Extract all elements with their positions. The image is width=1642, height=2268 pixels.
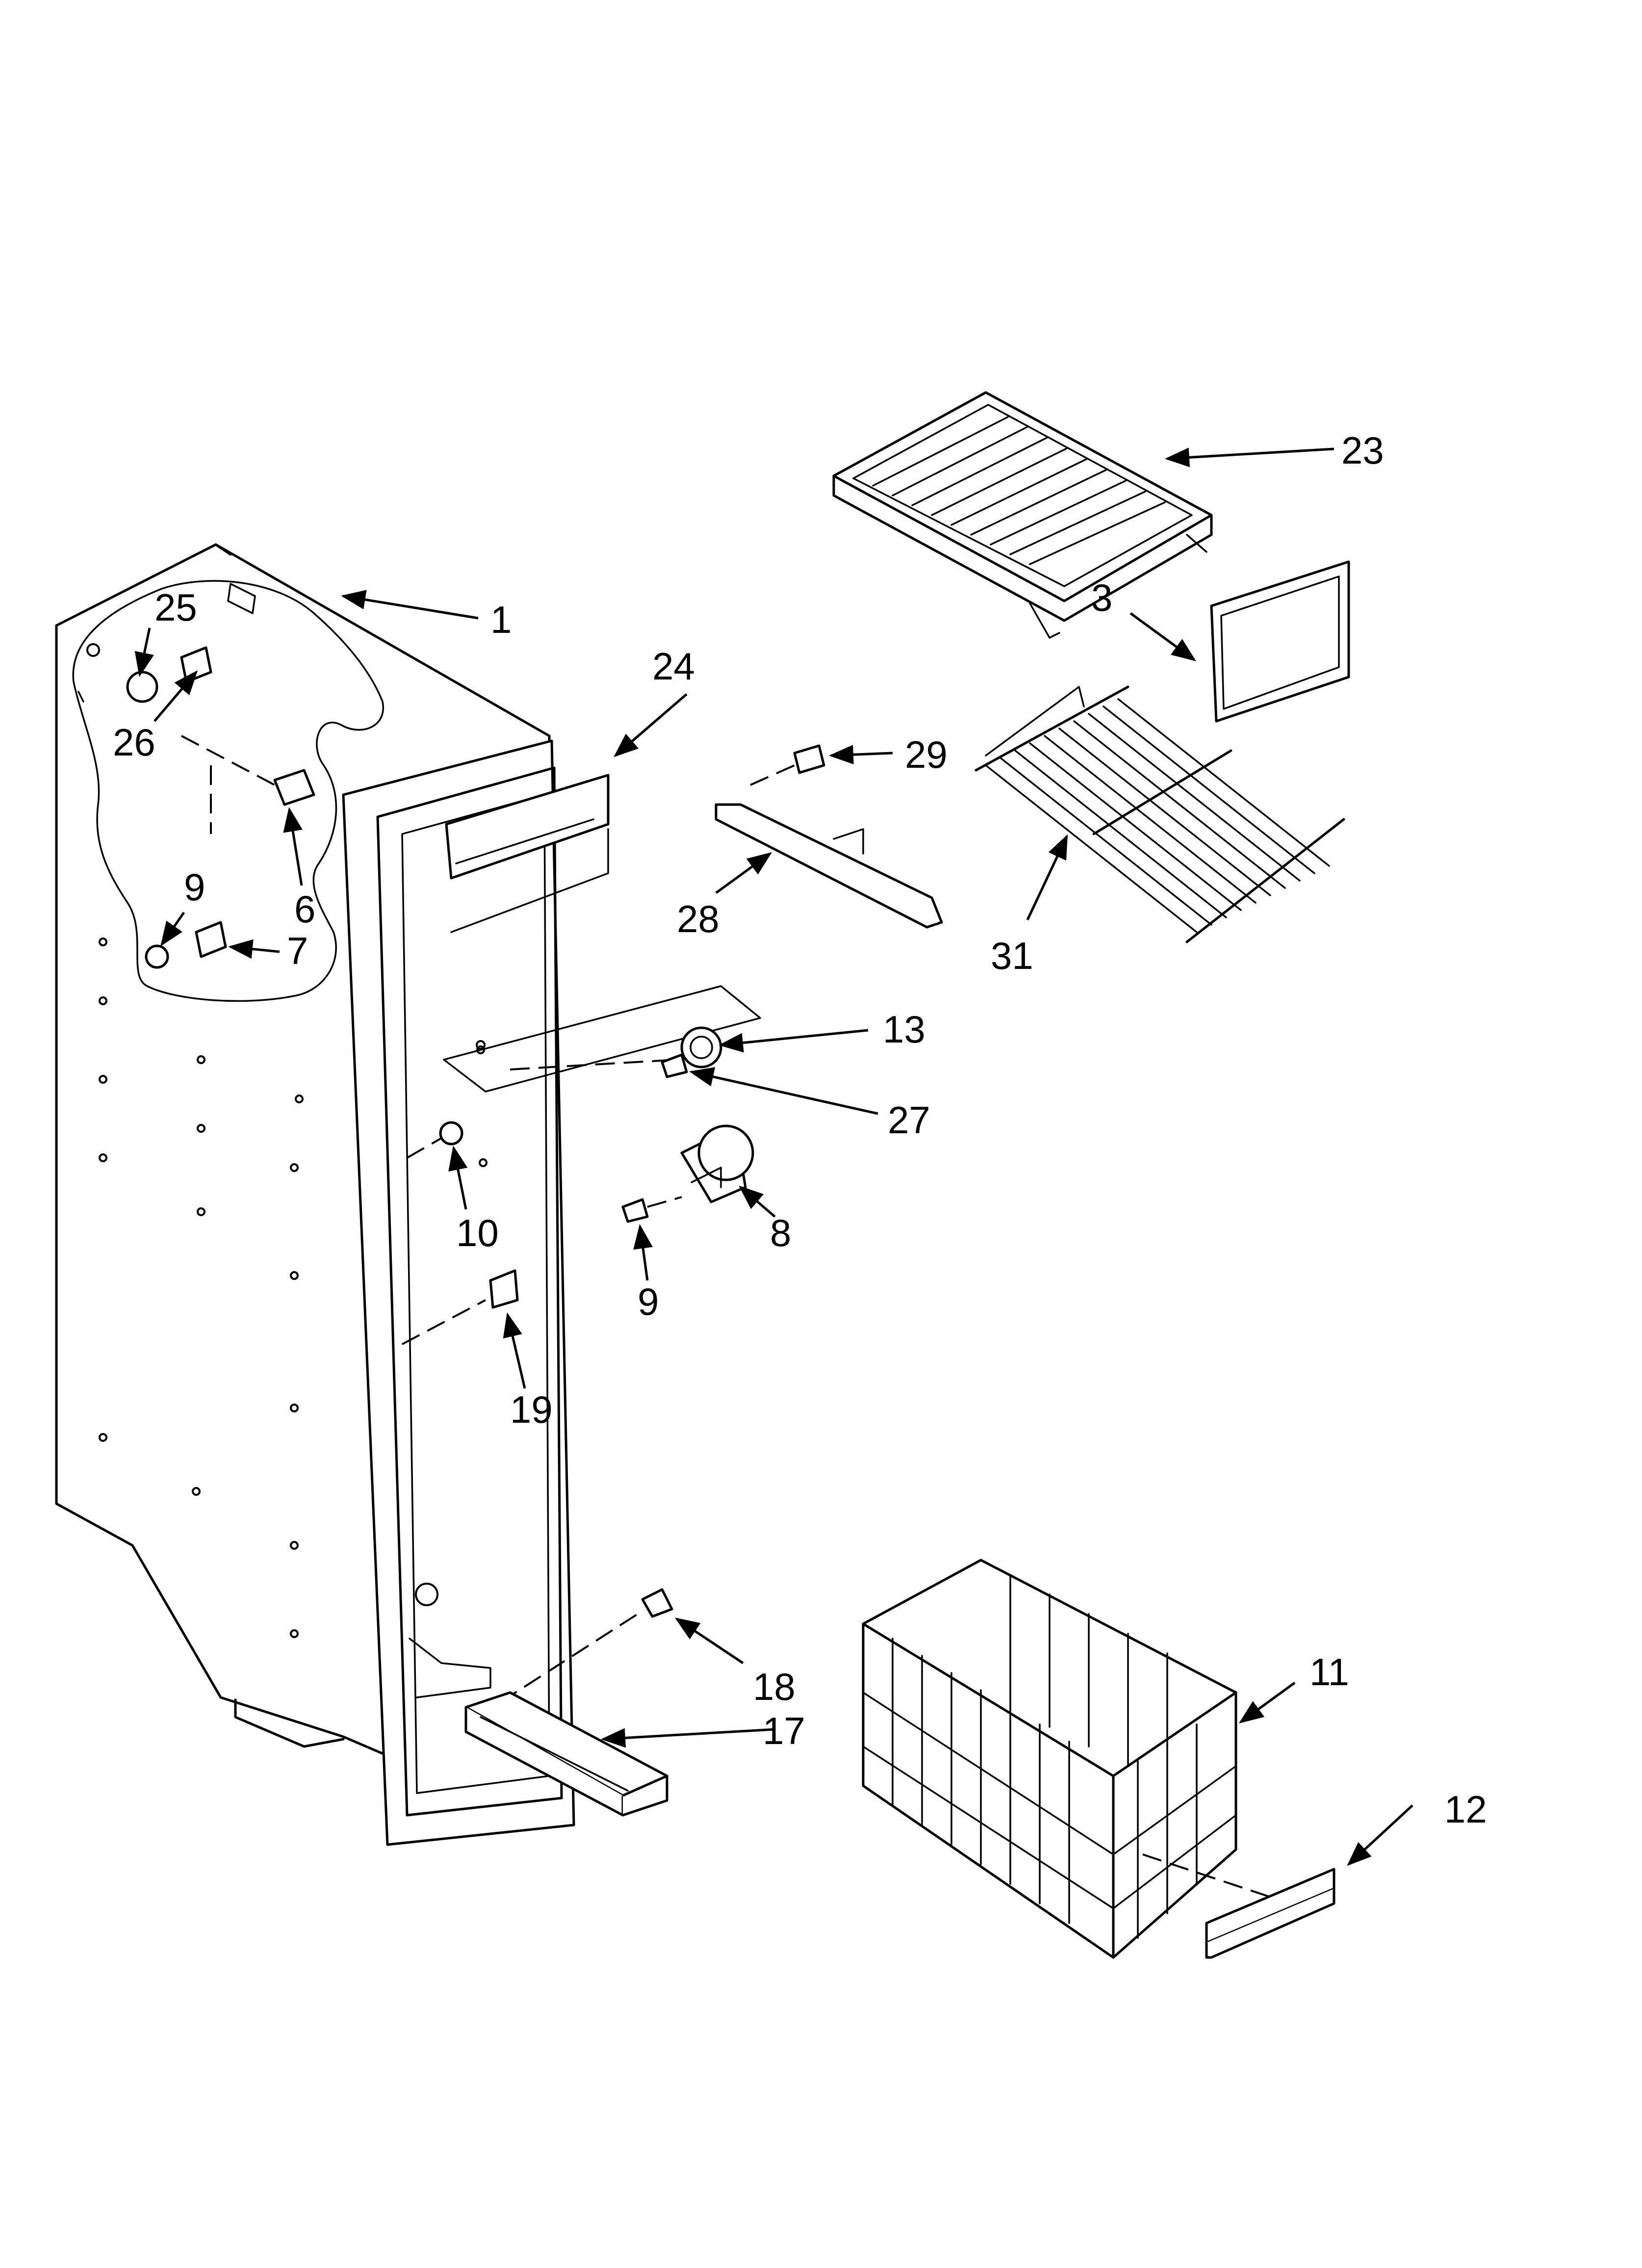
callout-labels: 1 3 6 7 8 9 9 10 11 12 13 17 18 19 23 24… bbox=[113, 429, 1487, 1831]
callout-31: 31 bbox=[991, 934, 1033, 977]
callout-26: 26 bbox=[113, 721, 155, 764]
callout-10: 10 bbox=[456, 1211, 499, 1254]
screw-part-29 bbox=[750, 744, 825, 786]
screw-part-10 bbox=[407, 1121, 463, 1159]
callout-19: 19 bbox=[510, 1388, 553, 1431]
callout-3: 3 bbox=[1091, 576, 1112, 619]
callout-25: 25 bbox=[154, 586, 197, 629]
switch-part-19 bbox=[402, 1269, 519, 1345]
callout-6: 6 bbox=[294, 887, 315, 931]
clip-part-7 bbox=[195, 921, 227, 958]
leader-lines bbox=[134, 447, 1413, 1866]
callout-28: 28 bbox=[677, 897, 719, 940]
freezer-liner-part bbox=[55, 543, 575, 1846]
wire-basket-part bbox=[862, 1559, 1276, 1959]
bracket-part-8 bbox=[680, 1124, 754, 1203]
callout-24: 24 bbox=[652, 645, 695, 688]
callout-18: 18 bbox=[753, 1665, 795, 1708]
trim-panel-part bbox=[445, 774, 610, 933]
callout-7: 7 bbox=[287, 929, 308, 972]
callout-12: 12 bbox=[1444, 1788, 1487, 1831]
top-shelf-part bbox=[832, 391, 1213, 639]
screw-part-27 bbox=[661, 1053, 688, 1078]
callout-1: 1 bbox=[490, 598, 512, 641]
shelf-glass-part bbox=[1210, 560, 1350, 723]
callout-8: 8 bbox=[770, 1211, 791, 1254]
callout-29: 29 bbox=[905, 733, 948, 776]
screw-part-18 bbox=[499, 1588, 673, 1703]
screw-part-9a bbox=[145, 944, 169, 969]
callout-13: 13 bbox=[883, 1008, 925, 1051]
screw-part-9b bbox=[621, 1196, 682, 1223]
side-holes bbox=[99, 938, 487, 1638]
callout-9b: 9 bbox=[638, 1280, 659, 1323]
bushing-part-13 bbox=[680, 1026, 722, 1069]
callout-9a: 9 bbox=[184, 865, 205, 909]
wire-shelf-part bbox=[975, 685, 1345, 943]
basket-trim-part bbox=[1205, 1868, 1335, 1959]
callout-17: 17 bbox=[763, 1709, 805, 1752]
callout-23: 23 bbox=[1341, 429, 1384, 472]
grille-part-17 bbox=[464, 1691, 668, 1817]
clip-part-6 bbox=[273, 769, 315, 806]
mount-plate bbox=[443, 985, 761, 1093]
callout-27: 27 bbox=[888, 1098, 930, 1142]
shelf-support-part bbox=[715, 803, 943, 929]
callout-11: 11 bbox=[1309, 1650, 1349, 1694]
